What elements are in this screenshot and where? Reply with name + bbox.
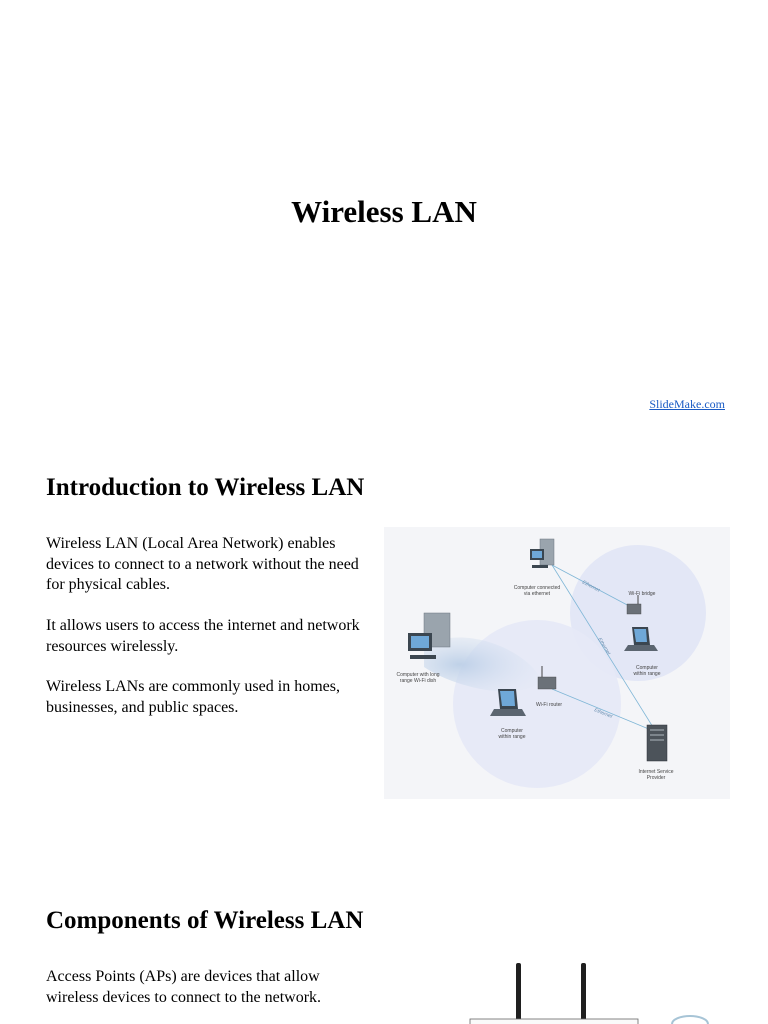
wifi-bridge-icon: [626, 595, 642, 615]
label-computer-ethernet-2: via ethernet: [524, 591, 551, 597]
antenna-left-icon: [516, 963, 521, 1024]
laptop-icon-bottom: [490, 689, 526, 716]
router-body: [469, 1018, 639, 1024]
laptop-icon-right: [624, 627, 658, 651]
intro-paragraph-3: Wireless LANs are commonly used in homes…: [46, 678, 340, 716]
source-link[interactable]: SlideMake.com: [649, 397, 725, 411]
page-title: Wireless LAN: [291, 194, 477, 229]
label-computer-range-bottom-1: Computer: [501, 728, 523, 734]
label-wifi-router: Wi-Fi router: [536, 702, 562, 708]
label-computer-range-right-1: Computer: [636, 665, 658, 671]
label-computer-long-range-2: range Wi-Fi dish: [400, 678, 437, 684]
ethernet-line-bridge: [551, 564, 632, 608]
wireless-network-diagram: Ethernet Ethernet Ethernet Computer conn…: [384, 527, 730, 799]
label-computer-range-right-2: within range: [634, 671, 661, 677]
desktop-computer-icon-left: [408, 612, 451, 659]
access-point-router-image: [469, 963, 709, 1024]
label-computer-ethernet-1: Computer connected: [514, 585, 561, 591]
server-icon: [646, 724, 668, 762]
label-isp-1: Internet Service: [638, 769, 673, 775]
title-slide: Wireless LAN SlideMake.com: [0, 0, 768, 430]
intro-paragraph-2: It allows users to access the internet a…: [46, 617, 360, 655]
label-computer-long-range-1: Computer with long: [396, 672, 439, 678]
components-heading: Components of Wireless LAN: [46, 907, 364, 934]
wifi-beam: [424, 637, 542, 692]
ethernet-line-isp-top: [551, 564, 657, 733]
intro-paragraph-1: Wireless LAN (Local Area Network) enable…: [46, 535, 359, 593]
label-wifi-bridge: Wi-Fi bridge: [629, 591, 656, 597]
components-paragraph-1: Access Points (APs) are devices that all…: [46, 968, 322, 1006]
antenna-right-icon: [581, 963, 586, 1024]
label-computer-range-bottom-2: within range: [499, 734, 526, 740]
round-device-icon: [671, 1015, 709, 1024]
desktop-computer-icon: [530, 538, 555, 568]
intro-heading: Introduction to Wireless LAN: [46, 474, 365, 501]
ethernet-line-router: [551, 688, 657, 733]
label-isp-2: Provider: [647, 775, 666, 781]
wifi-router-icon: [537, 666, 557, 690]
